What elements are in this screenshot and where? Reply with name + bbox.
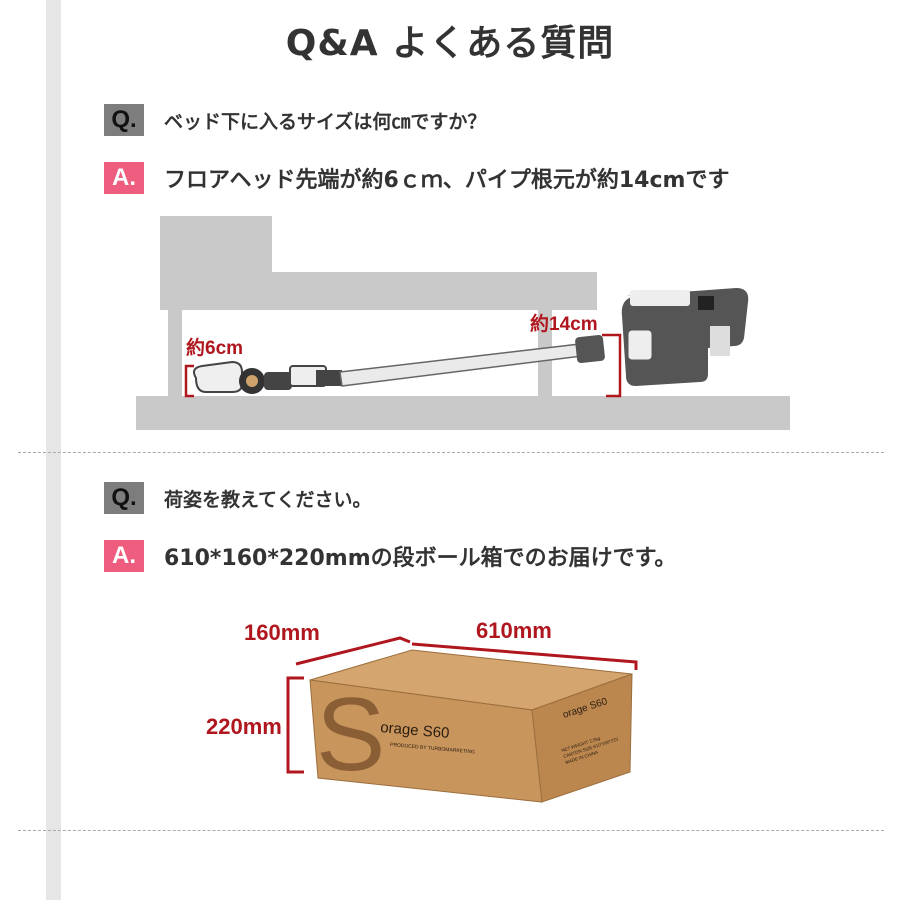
base-height-label: 約14cm (530, 312, 598, 335)
answer-row-2: A. 610*160*220mmの段ボール箱でのお届けです。 (104, 540, 676, 572)
bed-shape (160, 216, 597, 396)
height-bracket-head (184, 364, 194, 398)
answer-badge: A. (104, 162, 144, 194)
height-label: 220mm (206, 714, 282, 739)
box-side-face (531, 673, 633, 803)
question-row-2: Q. 荷姿を教えてください。 (104, 482, 371, 514)
question-text: 荷姿を教えてください。 (164, 488, 372, 511)
answer-badge: A. (104, 540, 144, 572)
width-label: 610mm (476, 618, 552, 643)
question-badge: Q. (104, 104, 144, 136)
height-bracket-base (602, 333, 622, 398)
page-title: Q&A よくある質問 (285, 23, 615, 64)
question-badge: Q. (104, 482, 144, 514)
vacuum-under-bed-illustration: 約6cm 約14cm (136, 216, 790, 430)
box-brand-front: orage S60 (380, 719, 450, 742)
left-decorative-bar (46, 0, 61, 900)
floor (136, 396, 790, 430)
shipping-box-illustration: S orage S60 PRODUCED BY TURBOMARKETING o… (206, 618, 638, 803)
depth-label: 160mm (244, 620, 320, 645)
vacuum-cleaner (193, 288, 749, 394)
answer-text: 610*160*220mmの段ボール箱でのお届けです。 (164, 546, 677, 571)
question-row-1: Q. ベッド下に入るサイズは何㎝ですか？ (104, 104, 486, 136)
answer-text: フロアヘッド先端が約6ｃｍ、パイプ根元が約14cmです (164, 168, 730, 193)
head-height-label: 約6cm (186, 336, 243, 359)
section-divider (18, 830, 884, 831)
height-dimension-line (286, 676, 304, 774)
section-divider (18, 452, 884, 453)
depth-dimension-line (295, 636, 411, 666)
box-s-logo-icon: S (316, 677, 385, 793)
width-dimension-line (411, 642, 638, 670)
answer-row-1: A. フロアヘッド先端が約6ｃｍ、パイプ根元が約14cmです (104, 162, 729, 194)
question-text: ベッド下に入るサイズは何㎝ですか？ (164, 110, 487, 133)
